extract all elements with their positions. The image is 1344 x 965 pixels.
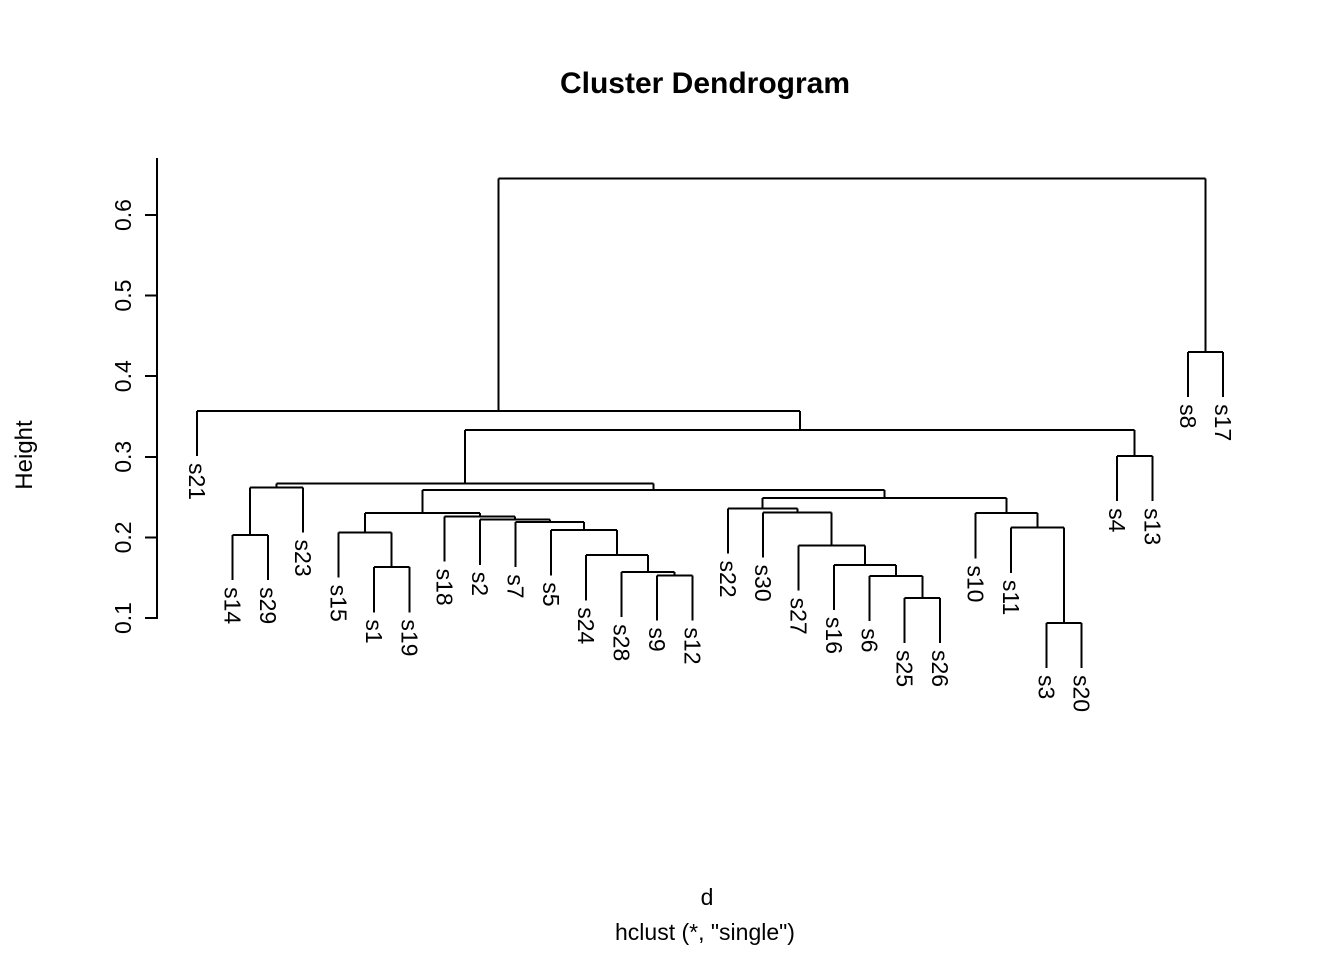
x-axis-caption-data: d <box>701 884 714 910</box>
leaf-label: s10 <box>962 565 988 602</box>
y-axis-tick-label: 0.4 <box>110 360 136 392</box>
y-axis-title: Height <box>11 420 38 490</box>
leaf-label: s27 <box>786 598 812 635</box>
y-axis-tick-label: 0.1 <box>110 602 136 634</box>
leaf-label: s28 <box>609 624 635 661</box>
x-axis-caption-call: hclust (*, "single") <box>615 919 795 945</box>
leaf-label: s12 <box>679 627 705 664</box>
leaf-label: s29 <box>255 587 281 624</box>
leaf-label: s19 <box>396 619 422 656</box>
leaf-label: s1 <box>361 619 387 643</box>
y-axis-tick-label: 0.5 <box>110 280 136 312</box>
y-axis-ticks: 0.1 0.2 0.3 0.4 0.5 0.6 <box>110 199 157 634</box>
y-axis-tick-label: 0.3 <box>110 441 136 473</box>
leaf-label: s9 <box>644 627 670 651</box>
leaf-label: s20 <box>1069 675 1095 712</box>
leaf-label: s11 <box>998 580 1024 615</box>
dendrogram-tree <box>196 177 1225 668</box>
leaf-label: s3 <box>1033 675 1059 699</box>
leaf-label: s24 <box>573 607 599 644</box>
leaf-label: s16 <box>821 617 847 654</box>
y-axis-tick-label: 0.2 <box>110 521 136 553</box>
leaf-label: s8 <box>1175 404 1201 428</box>
leaf-label: s23 <box>290 540 316 577</box>
plot-title: Cluster Dendrogram <box>560 67 850 100</box>
leaf-label: s25 <box>892 650 918 687</box>
leaf-label: s6 <box>856 628 882 652</box>
leaf-label: s30 <box>750 565 776 602</box>
leaf-label: s5 <box>538 582 564 606</box>
leaf-label: s21 <box>184 463 210 500</box>
leaf-label: s4 <box>1104 508 1130 533</box>
leaf-label: s15 <box>326 585 352 622</box>
leaf-label: s13 <box>1139 508 1165 545</box>
leaf-label: s17 <box>1210 404 1236 441</box>
y-axis-tick-label: 0.6 <box>110 199 136 231</box>
leaf-label: s22 <box>715 561 741 598</box>
leaf-label: s18 <box>432 569 458 606</box>
leaf-label: s26 <box>927 650 953 687</box>
leaf-label: s7 <box>502 574 528 598</box>
leaf-label: s14 <box>219 587 245 624</box>
leaf-labels: s14 s29 s23 s1 s19 s15 s9 s12 s28 s24 s5 s7 s2 s18 s25… <box>184 404 1236 712</box>
leaf-label: s2 <box>467 572 493 596</box>
